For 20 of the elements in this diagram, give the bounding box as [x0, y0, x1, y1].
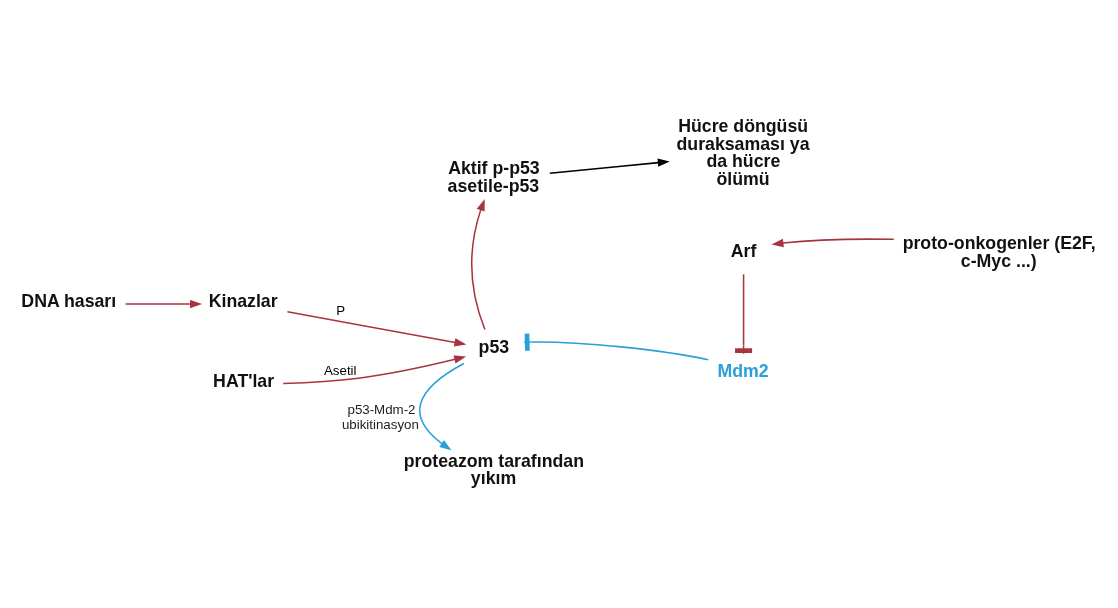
- arrow: [282, 355, 467, 385]
- arrow: [286, 311, 467, 347]
- arrow: [418, 362, 465, 451]
- edge-label: p53-Mdm-2 ubikitinasyon: [341, 402, 419, 432]
- edge-label: P: [336, 302, 346, 318]
- node-text: Mdm2: [717, 360, 769, 381]
- arrow: [549, 158, 670, 175]
- node-text: HAT'lar: [213, 370, 275, 391]
- node-text: Arf: [730, 241, 757, 262]
- node-text: p53: [478, 336, 510, 357]
- edge-label: Asetil: [323, 362, 357, 378]
- node-text: Hücre döngüsü duraksaması ya da hücre ölümü: [676, 115, 810, 190]
- node-text: Kinazlar: [208, 291, 278, 312]
- node-text: Aktif p-p53 asetile-p53: [447, 158, 540, 196]
- arrow: [124, 299, 203, 309]
- node-text: proto-onkogenler (E2F, c-Myc ...): [902, 233, 1096, 272]
- arrow: [471, 198, 486, 331]
- arrow: [771, 238, 895, 248]
- node-text: proteazom tarafından yıkım: [403, 450, 584, 489]
- node-text: DNA hasarı: [21, 291, 117, 312]
